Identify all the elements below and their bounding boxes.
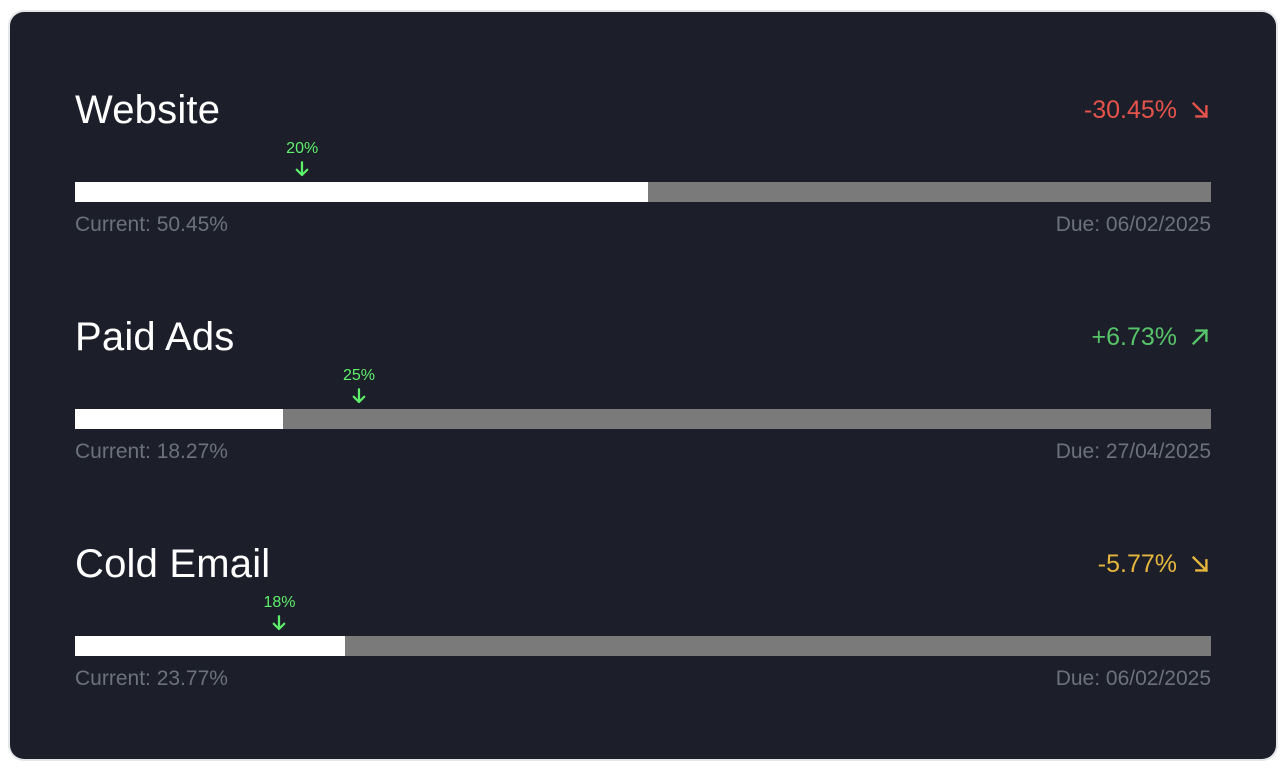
progress-bar bbox=[75, 636, 1211, 656]
progress-bar bbox=[75, 182, 1211, 202]
current-value: Current: 50.45% bbox=[75, 213, 228, 236]
change-value: +6.73% bbox=[1091, 323, 1178, 351]
change-indicator: +6.73% bbox=[1092, 319, 1212, 355]
arrow-up-right-icon bbox=[1191, 328, 1209, 346]
goal-title: Cold Email bbox=[75, 542, 271, 586]
progress-bar-fill bbox=[75, 182, 649, 202]
due-date: Due: 06/02/2025 bbox=[1055, 213, 1211, 236]
change-value: -5.77% bbox=[1097, 550, 1177, 578]
target-label: 25% bbox=[342, 367, 376, 384]
due-date: Due: 06/02/2025 bbox=[1055, 667, 1211, 690]
arrow-down-right-icon bbox=[1191, 101, 1209, 119]
change-indicator: -30.45% bbox=[1084, 92, 1211, 128]
target-marker: 18% bbox=[263, 594, 295, 632]
change-indicator: -5.77% bbox=[1098, 546, 1211, 582]
arrow-down-right-icon bbox=[1191, 555, 1209, 573]
current-value: Current: 18.27% bbox=[75, 440, 228, 463]
due-date: Due: 27/04/2025 bbox=[1055, 440, 1211, 463]
progress-bar-fill bbox=[75, 409, 283, 429]
arrow-down-icon bbox=[295, 161, 309, 177]
target-marker: 25% bbox=[343, 367, 375, 405]
goal-cold-email: Cold Email -5.77% 18% Current: 23.77% Du… bbox=[75, 540, 1211, 720]
arrow-down-icon bbox=[273, 615, 286, 631]
target-marker: 20% bbox=[286, 140, 318, 178]
change-value: -30.45% bbox=[1083, 96, 1177, 124]
goals-card: Website -30.45% 20% Current: 50.45% Due:… bbox=[10, 12, 1276, 759]
progress-bar-fill bbox=[75, 636, 346, 656]
progress-bar bbox=[75, 409, 1211, 429]
current-value: Current: 23.77% bbox=[75, 667, 228, 690]
goal-paid-ads: Paid Ads +6.73% 25% Current: 18.27% Due:… bbox=[75, 313, 1211, 493]
goal-title: Paid Ads bbox=[75, 315, 235, 359]
goal-website: Website -30.45% 20% Current: 50.45% Due:… bbox=[75, 86, 1211, 266]
goal-title: Website bbox=[75, 88, 221, 132]
target-label: 20% bbox=[286, 140, 319, 157]
arrow-down-icon bbox=[352, 388, 366, 404]
target-label: 18% bbox=[263, 594, 296, 611]
